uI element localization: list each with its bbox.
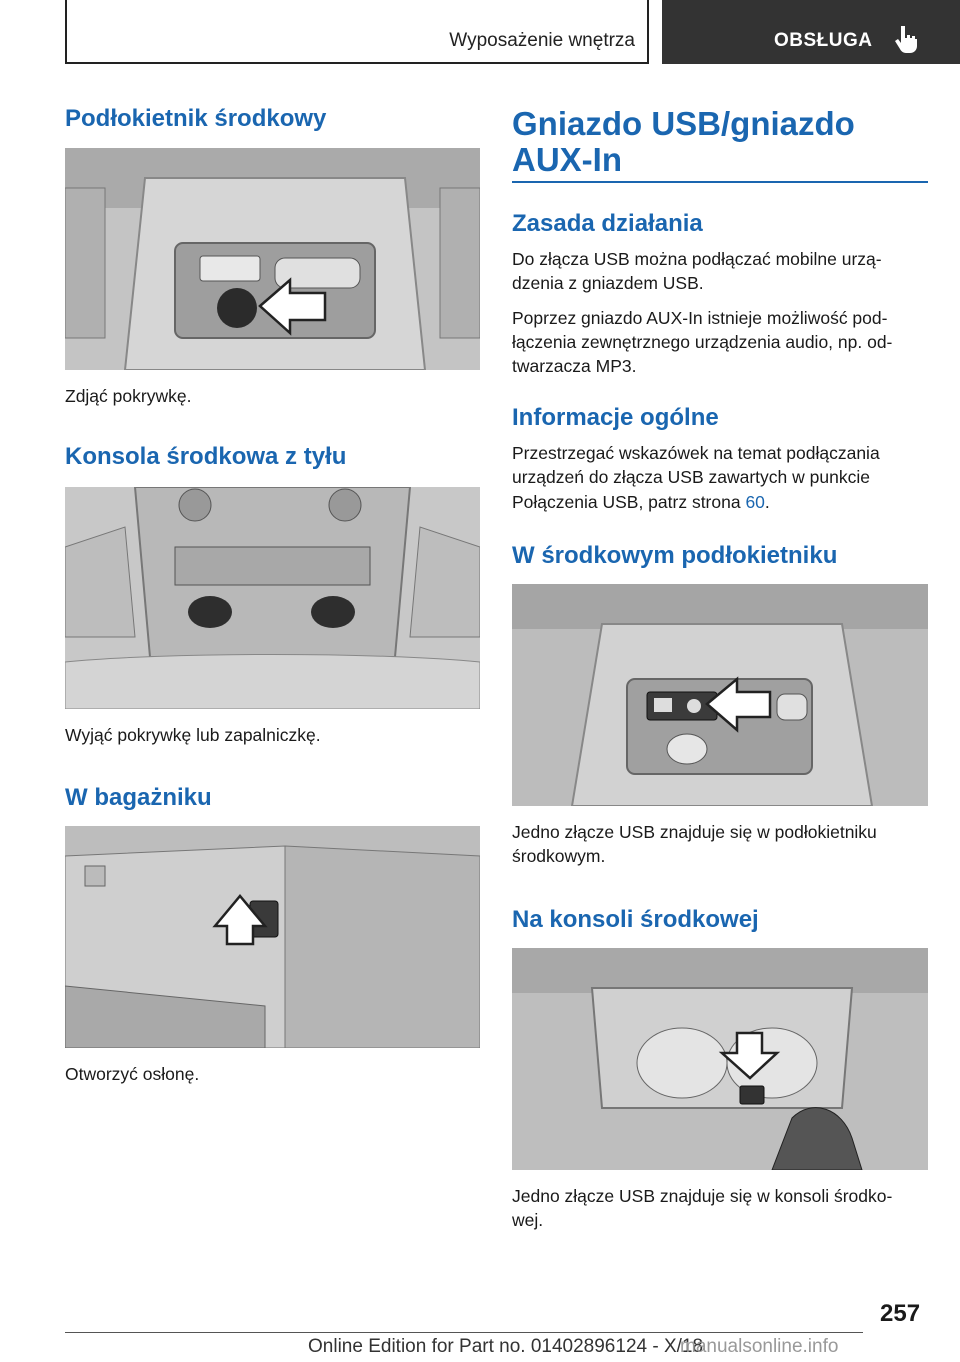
principle-title: Zasada działania [512, 210, 703, 237]
trunk-photo [65, 826, 480, 1048]
general-line3-post: . [764, 492, 770, 512]
footer-edition: Online Edition for Part no. 01402896124 … [308, 1336, 704, 1357]
header-section-title: Wyposażenie wnętrza [449, 30, 635, 51]
header-section-box: Wyposażenie wnętrza [65, 0, 649, 64]
general-info-title: Informacje ogólne [512, 404, 719, 431]
general-line3-pre: Połączenia USB, patrz strona [512, 492, 746, 512]
main-title-line2: AUX-In [512, 141, 622, 178]
principle-p1-line1: Do złącza USB można podłączać mobilne ur… [512, 249, 882, 269]
trunk-section-title: W bagażniku [65, 784, 212, 811]
page-60-link[interactable]: 60 [745, 492, 765, 512]
principle-p2-line2: łączenia zewnętrznego urządzenia audio, … [512, 332, 893, 352]
armrest-caption: Zdjąć pokrywkę. [65, 386, 192, 406]
console-usb-photo [512, 948, 928, 1170]
console-usb-title: Na konsoli środkowej [512, 906, 759, 933]
page-number: 257 [880, 1300, 921, 1327]
principle-p2-line1: Poprzez gniazdo AUX-In istnieje możliwoś… [512, 308, 888, 328]
general-line2: urządzeń do złącza USB zawartych w punkc… [512, 467, 870, 487]
console-usb-caption-line1: Jedno złącze USB znajduje się w konsoli … [512, 1186, 893, 1206]
armrest-photo [65, 148, 480, 370]
rear-console-section-title: Konsola środkowa z tyłu [65, 443, 347, 470]
header-chapter-label: OBSŁUGA [774, 30, 873, 51]
principle-p2-line3: twarzacza MP3. [512, 356, 637, 376]
principle-p1-line2: dzenia z gniazdem USB. [512, 273, 704, 293]
hand-pointer-icon [895, 26, 917, 53]
armrest-usb-photo [512, 584, 928, 806]
rear-console-caption: Wyjąć pokrywkę lub zapalniczkę. [65, 725, 321, 745]
general-line1: Przestrzegać wskazówek na temat podłącza… [512, 443, 880, 463]
rear-console-photo [65, 487, 480, 709]
armrest-usb-title: W środkowym podłokietniku [512, 542, 838, 569]
footer-rule [65, 1332, 863, 1333]
main-title-rule [512, 181, 928, 183]
main-title-line1: Gniazdo USB/gniazdo [512, 105, 855, 142]
header-chapter-box: OBSŁUGA [662, 0, 960, 64]
console-usb-caption-line2: wej. [512, 1210, 544, 1230]
armrest-usb-caption-line2: środkowym. [512, 846, 606, 866]
general-line3: Połączenia USB, patrz strona 60. [512, 490, 770, 514]
armrest-usb-caption-line1: Jedno złącze USB znajduje się w podłokie… [512, 822, 877, 842]
armrest-section-title: Podłokietnik środkowy [65, 105, 327, 132]
watermark: manualsonline.info [680, 1336, 839, 1357]
trunk-caption: Otworzyć osłonę. [65, 1064, 200, 1084]
